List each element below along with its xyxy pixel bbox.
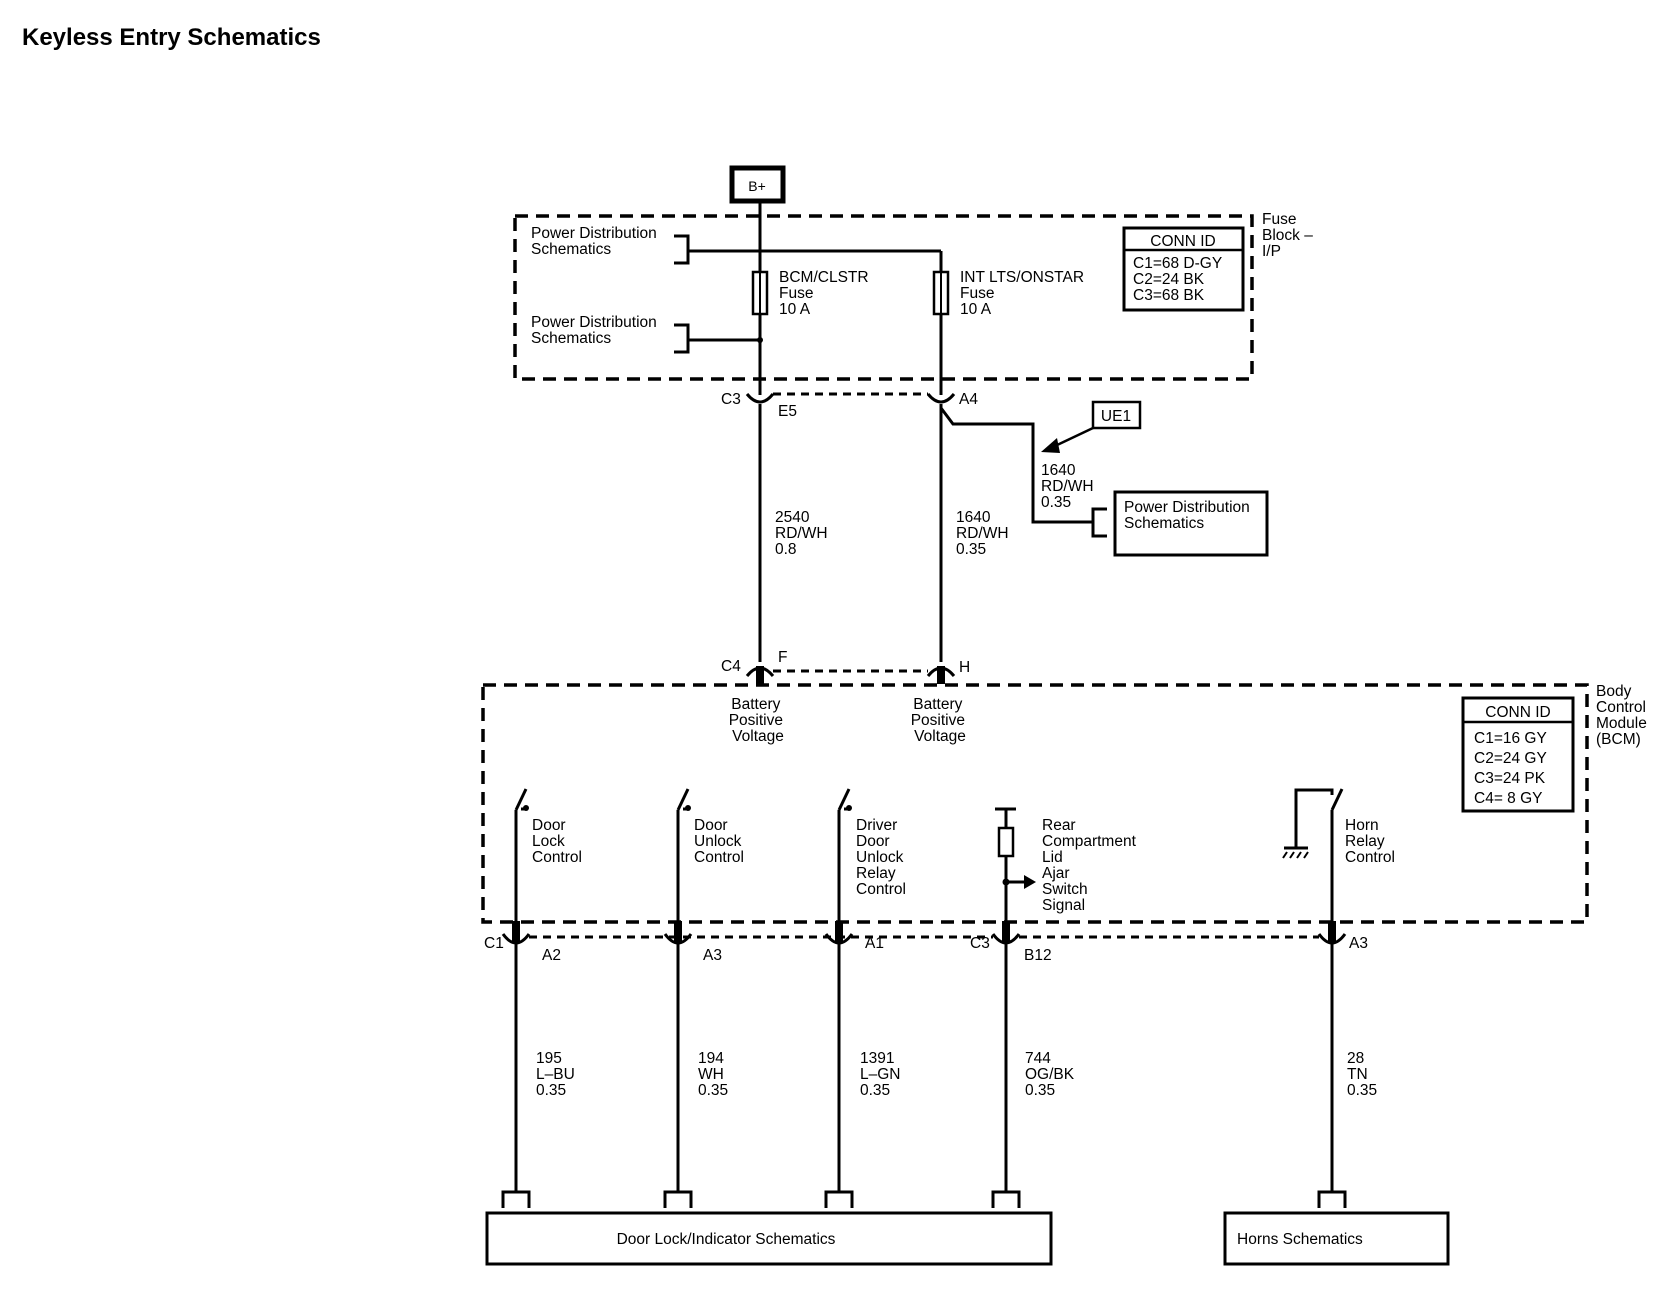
svg-text:Door Unlock Contro: Door Unlock Control	[694, 817, 746, 866]
fuse-block-label: Fuse Block – I/P	[1262, 211, 1317, 260]
wire-1391: 1391 L–GN 0.35	[860, 1050, 905, 1099]
wire-1640-branch: 1640 RD/WH 0.35	[1041, 462, 1098, 511]
conn-id-row: C3=24 PK	[1474, 770, 1546, 787]
conn-id-row: C2=24 GY	[1474, 750, 1547, 767]
bcm-label: Body Control Module (BCM)	[1596, 683, 1651, 748]
wire-1640: 1640 RD/WH 0.35	[956, 509, 1013, 558]
svg-text:Door Lock Control: Door Lock Control	[532, 817, 582, 866]
pin-label: F	[778, 649, 787, 666]
power-distribution-box: Power Distribution Schematics	[1113, 490, 1269, 557]
switch-horn-relay-control: Horn Relay Control	[1282, 788, 1395, 962]
conn-id-header: CONN ID	[1485, 704, 1550, 721]
pin-label: A3	[1349, 935, 1368, 952]
svg-text:Rear Compartment L: Rear Compartment Lid Ajar Switch Signal	[1042, 817, 1140, 914]
conn-id-row: C1=16 GY	[1474, 730, 1547, 747]
svg-text:Horn Relay Control: Horn Relay Control	[1345, 817, 1395, 866]
pin-label: B12	[1024, 947, 1052, 964]
battery-positive: B+	[729, 165, 786, 204]
conn-id-row: C1=68 D-GY	[1133, 255, 1222, 272]
ue1-reference: UE1	[1041, 400, 1142, 453]
pin-label: A2	[542, 947, 561, 964]
rear-compartment-ajar-signal: Rear Compartment Lid Ajar Switch Signal	[995, 807, 1140, 962]
fuse-block-conn-id: CONN ID C1=68 D-GY C2=24 BK C3=68 BK	[1122, 226, 1245, 312]
bcm-conn-id: CONN ID C1=16 GY C2=24 GY C3=24 PK C4= 8…	[1461, 696, 1575, 813]
connector-label: C4	[721, 658, 741, 675]
pin-label: A1	[865, 935, 884, 952]
wire-194: 194 WH 0.35	[698, 1050, 728, 1099]
connector-c3-fuse-block: C3 E5 A4	[721, 391, 978, 420]
bcm-boundary	[481, 683, 1589, 924]
pin-label: A3	[703, 947, 722, 964]
bcm-input-battery-voltage: Battery Positive Voltage	[911, 696, 970, 745]
svg-text:BCM/CLSTR Fuse 10: BCM/CLSTR Fuse 10 A	[779, 269, 873, 318]
wire-28: 28 TN 0.35	[1347, 1050, 1377, 1099]
svg-text:Door Lock/Indicator Schematics: Door Lock/Indicator Schematics	[617, 1231, 836, 1248]
page-title: Keyless Entry Schematics	[22, 24, 321, 51]
bcm-output-connectors: C1 C3 A2 A3 A1 B12 A3	[484, 921, 1368, 964]
power-distribution-ref: Power Distribution Schematics	[531, 225, 661, 258]
wire-744: 744 OG/BK 0.35	[1025, 1050, 1078, 1099]
wire-195: 195 L–BU 0.35	[536, 1050, 579, 1099]
battery-label: B+	[748, 178, 766, 194]
ue1-label: UE1	[1101, 408, 1131, 425]
pin-label: E5	[778, 403, 797, 420]
connector-c4-bcm: C4 F H	[721, 649, 970, 684]
conn-id-row: C2=24 BK	[1133, 271, 1205, 288]
conn-id-row: C3=68 BK	[1133, 287, 1205, 304]
pin-label: H	[959, 659, 970, 676]
switch-door-lock-control: Door Lock Control	[514, 788, 582, 962]
conn-id-row: C4= 8 GY	[1474, 790, 1543, 807]
fuse-int-lts-onstar: INT LTS/ONSTAR Fuse 10 A	[932, 269, 1088, 318]
svg-text:Horns Schematics: Horns Schematics	[1237, 1231, 1363, 1248]
svg-text:Power Distribution Schem: Power Distribution Schematics	[1124, 499, 1254, 532]
svg-text:Driver Door Unlock: Driver Door Unlock Relay Control	[856, 817, 908, 898]
fuse-bcm-clstr: BCM/CLSTR Fuse 10 A	[751, 269, 873, 318]
fuse-block-boundary	[513, 214, 1254, 381]
power-distribution-ref: Power Distribution Schematics	[531, 314, 661, 347]
connector-label: C3	[721, 391, 741, 408]
door-lock-indicator-schematics-box: Door Lock/Indicator Schematics	[485, 1211, 1053, 1266]
destination-terminals	[501, 1190, 1347, 1208]
pin-label: A4	[959, 391, 978, 408]
svg-text:INT LTS/ONSTAR Fuse: INT LTS/ONSTAR Fuse 10 A	[960, 269, 1088, 318]
connector-label: C3	[970, 935, 990, 952]
conn-id-header: CONN ID	[1150, 233, 1215, 250]
wire-2540: 2540 RD/WH 0.8	[775, 509, 832, 558]
connector-label: C1	[484, 935, 504, 952]
bcm-input-battery-voltage: Battery Positive Voltage	[729, 696, 788, 745]
horns-schematics-box: Horns Schematics	[1223, 1211, 1450, 1266]
